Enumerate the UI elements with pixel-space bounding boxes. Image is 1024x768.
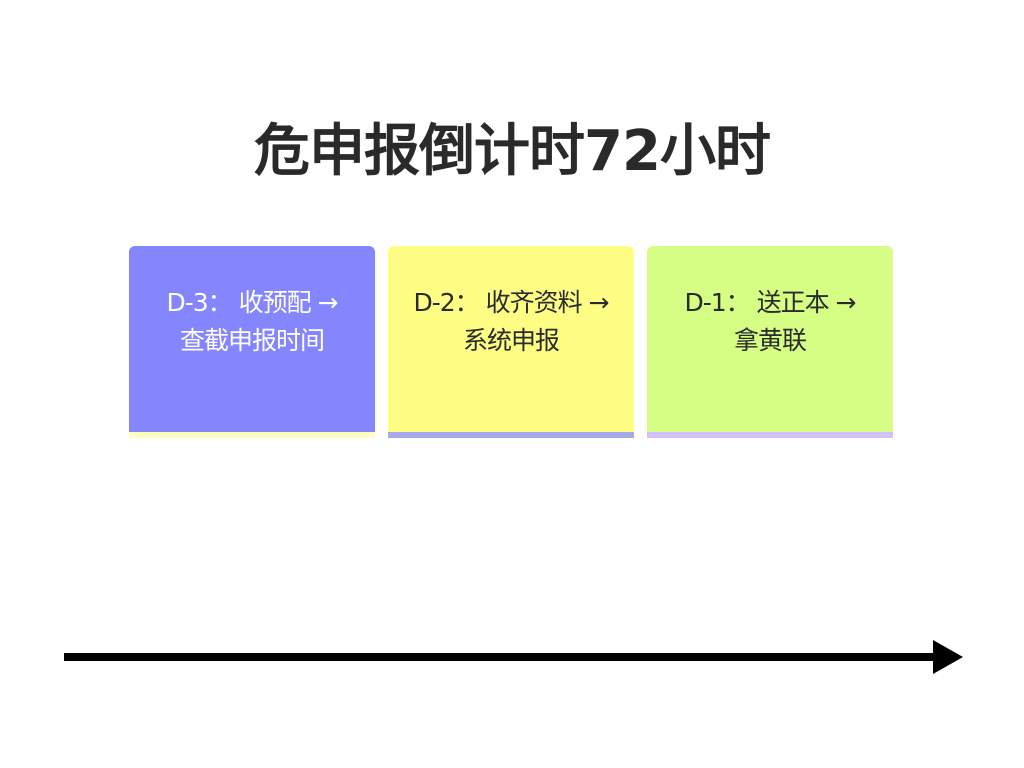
step-card-d1: D-1： 送正本 → 拿黄联 <box>647 246 893 438</box>
step-description: 系统申报 <box>462 326 560 355</box>
step-card-strip <box>647 432 893 438</box>
step-card-body: D-2： 收齐资料 → 系统申报 <box>388 246 634 432</box>
step-card-d3: D-3： 收预配 → 查截申报时间 <box>129 246 375 438</box>
step-card-body: D-3： 收预配 → 查截申报时间 <box>129 246 375 432</box>
step-label: D-3： 收预配 → <box>166 288 338 317</box>
step-label: D-1： 送正本 → <box>684 288 856 317</box>
timeline-arrow-head <box>933 640 963 674</box>
step-label: D-2： 收齐资料 → <box>413 288 609 317</box>
step-description: 拿黄联 <box>733 326 807 355</box>
page-title: 危申报倒计时72小时 <box>254 119 771 184</box>
step-card-d2: D-2： 收齐资料 → 系统申报 <box>388 246 634 438</box>
step-description: 查截申报时间 <box>179 326 325 355</box>
step-card-strip <box>129 432 375 438</box>
step-card-body: D-1： 送正本 → 拿黄联 <box>647 246 893 432</box>
step-card-strip <box>388 432 634 438</box>
